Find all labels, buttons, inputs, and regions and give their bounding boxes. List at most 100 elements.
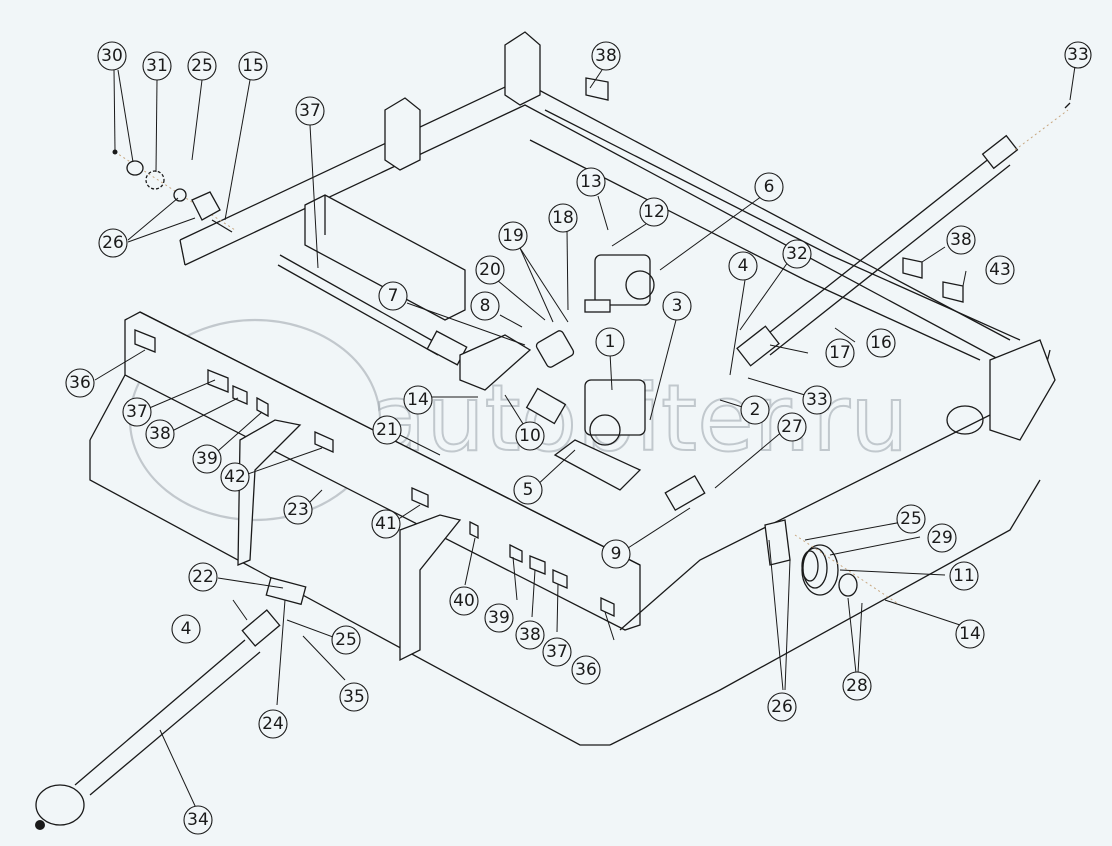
callout-38[interactable]: 38	[946, 225, 976, 255]
callout-10[interactable]: 10	[515, 421, 545, 451]
callout-5[interactable]: 5	[513, 475, 543, 505]
callout-1[interactable]: 1	[595, 327, 625, 357]
callout-6[interactable]: 6	[754, 172, 784, 202]
callout-42[interactable]: 42	[220, 462, 250, 492]
shaft-edge	[277, 264, 439, 356]
callout-25[interactable]: 25	[187, 51, 217, 81]
svg-text:35: 35	[343, 687, 365, 707]
callout-39[interactable]: 39	[192, 444, 222, 474]
callout-24[interactable]: 24	[258, 709, 288, 739]
decals	[134, 77, 964, 618]
svg-text:11: 11	[953, 566, 975, 586]
svg-text:30: 30	[101, 46, 123, 66]
svg-text:21: 21	[376, 420, 398, 440]
svg-text:31: 31	[146, 56, 168, 76]
decal	[469, 520, 479, 540]
callout-4[interactable]: 4	[728, 251, 758, 281]
callout-33[interactable]: 33	[802, 385, 832, 415]
callout-36[interactable]: 36	[571, 655, 601, 685]
svg-text:12: 12	[643, 202, 665, 222]
decal	[509, 543, 523, 563]
callout-2[interactable]: 2	[740, 395, 770, 425]
callout-39[interactable]: 39	[484, 603, 514, 633]
frame-edge	[89, 374, 126, 441]
callout-21[interactable]: 21	[372, 415, 402, 445]
callout-41[interactable]: 41	[371, 509, 401, 539]
callout-22[interactable]: 22	[188, 562, 218, 592]
decal	[232, 385, 248, 405]
callout-23[interactable]: 23	[283, 495, 313, 525]
decal	[942, 281, 964, 303]
callout-33[interactable]: 33	[1064, 41, 1092, 69]
right-rail	[544, 109, 1021, 341]
right-rail-inner	[529, 139, 981, 361]
callout-20[interactable]: 20	[475, 255, 505, 285]
svg-text:5: 5	[523, 480, 534, 500]
svg-text:34: 34	[187, 810, 209, 830]
callout-26[interactable]: 26	[98, 228, 128, 258]
callout-3[interactable]: 3	[662, 291, 692, 321]
svg-text:27: 27	[781, 417, 803, 437]
decal	[600, 596, 615, 618]
callout-36[interactable]: 36	[65, 368, 95, 398]
callout-26[interactable]: 26	[767, 692, 797, 722]
callout-25[interactable]: 25	[896, 504, 926, 534]
u-joint	[525, 387, 567, 425]
svg-text:42: 42	[224, 467, 246, 487]
u-joint	[981, 134, 1019, 170]
svg-text:41: 41	[375, 514, 397, 534]
right-driveshaft	[736, 102, 1071, 367]
shaft-edge	[89, 651, 261, 796]
callout-19[interactable]: 19	[498, 221, 528, 251]
u-joint	[241, 609, 281, 647]
svg-text:38: 38	[149, 424, 171, 444]
callout-17[interactable]: 17	[825, 338, 855, 368]
callout-11[interactable]: 11	[949, 561, 979, 591]
callout-37[interactable]: 37	[542, 637, 572, 667]
callout-30[interactable]: 30	[97, 41, 127, 71]
callout-14[interactable]: 14	[403, 385, 433, 415]
svg-text:38: 38	[519, 625, 541, 645]
callout-15[interactable]: 15	[238, 51, 268, 81]
callout-16[interactable]: 16	[866, 328, 896, 358]
svg-text:26: 26	[771, 697, 793, 717]
callout-38[interactable]: 38	[591, 41, 621, 71]
svg-text:7: 7	[388, 286, 399, 306]
svg-text:4: 4	[181, 619, 192, 639]
svg-text:38: 38	[950, 230, 972, 250]
callout-31[interactable]: 31	[142, 51, 172, 81]
leader-lines	[94, 65, 1076, 809]
pillow-block	[265, 576, 307, 606]
callout-32[interactable]: 32	[782, 239, 812, 269]
pulley-groove	[802, 547, 828, 589]
callout-8[interactable]: 8	[470, 291, 500, 321]
callout-14[interactable]: 14	[955, 619, 985, 649]
callout-12[interactable]: 12	[639, 197, 669, 227]
callout-34[interactable]: 34	[183, 805, 213, 835]
decal	[256, 396, 269, 418]
callout-7[interactable]: 7	[378, 281, 408, 311]
callout-25[interactable]: 25	[331, 625, 361, 655]
callout-38[interactable]: 38	[145, 419, 175, 449]
callout-4[interactable]: 4	[171, 614, 201, 644]
callout-9[interactable]: 9	[601, 539, 631, 569]
callout-38[interactable]: 38	[515, 620, 545, 650]
callout-13[interactable]: 13	[576, 167, 606, 197]
callout-35[interactable]: 35	[339, 682, 369, 712]
pulley-assembly	[764, 519, 901, 606]
callout-29[interactable]: 29	[927, 523, 957, 553]
right-skirt	[609, 479, 1041, 746]
callout-27[interactable]: 27	[777, 412, 807, 442]
pin	[1064, 102, 1071, 109]
callout-40[interactable]: 40	[449, 586, 479, 616]
svg-text:25: 25	[900, 509, 922, 529]
callout-37[interactable]: 37	[295, 96, 325, 126]
callout-18[interactable]: 18	[548, 203, 578, 233]
svg-text:8: 8	[480, 296, 491, 316]
front-hitch-bracket	[399, 514, 462, 662]
callout-28[interactable]: 28	[842, 671, 872, 701]
left-driveshaft	[277, 254, 468, 366]
callout-43[interactable]: 43	[985, 255, 1015, 285]
callout-37[interactable]: 37	[122, 397, 152, 427]
